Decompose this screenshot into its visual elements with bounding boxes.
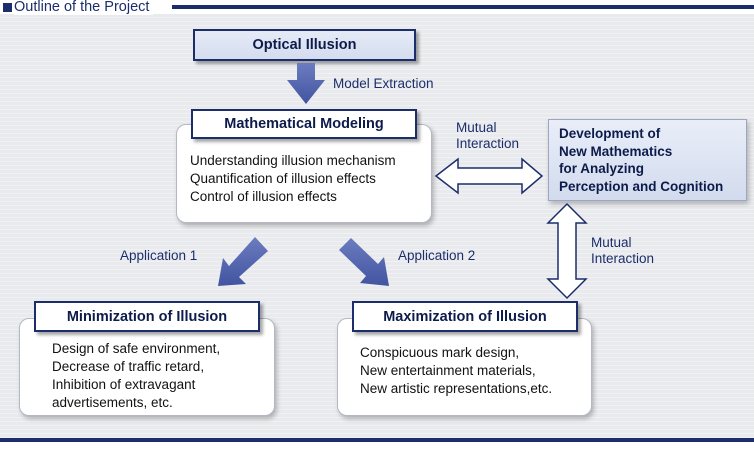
modeling-line: Control of illusion effects (190, 189, 337, 204)
application1-label: Application 1 (120, 248, 198, 263)
minimization-panel (19, 318, 275, 416)
minimization-line: Inhibition of extravagant (52, 377, 196, 392)
modeling-description: Understanding illusion mechanism Quantif… (190, 152, 396, 206)
model-extraction-arrow-icon (287, 63, 325, 104)
minimization-title: Minimization of Illusion (66, 308, 228, 325)
footer-rule (0, 438, 754, 442)
modeling-line: Understanding illusion mechanism (190, 153, 396, 168)
maximization-line: Conspicuous mark design, (360, 345, 520, 360)
application2-arrow-icon (339, 238, 389, 286)
header-title: Outline of the Project (14, 0, 154, 15)
model-extraction-label: Model Extraction (333, 76, 434, 91)
mutual-label-line: Mutual (456, 120, 497, 135)
minimization-description: Design of safe environment, Decrease of … (52, 340, 220, 412)
maximization-line: New entertainment materials, (360, 363, 536, 378)
development-box: Development of New Mathematics for Analy… (548, 119, 747, 201)
minimization-title-box: Minimization of Illusion (34, 301, 260, 332)
optical-illusion-box: Optical Illusion (193, 29, 416, 61)
optical-illusion-title: Optical Illusion (252, 37, 357, 53)
minimization-line: Decrease of traffic retard, (52, 359, 205, 374)
development-line: New Mathematics (559, 143, 673, 159)
maximization-title-box: Maximization of Illusion (352, 301, 578, 332)
mutual-label-line: Interaction (591, 251, 655, 266)
modeling-panel (176, 124, 432, 223)
development-text: Development of New Mathematics for Analy… (559, 125, 723, 195)
mutual-label-line: Interaction (456, 136, 520, 151)
maximization-panel (337, 318, 592, 416)
maximization-description: Conspicuous mark design, New entertainme… (360, 344, 552, 398)
application2-label: Application 2 (398, 248, 476, 263)
mutual-interaction-horizontal-arrow-icon (434, 157, 544, 195)
mutual-interaction-label: Mutual Interaction (456, 120, 519, 152)
application1-arrow-icon (218, 237, 268, 286)
mutual-interaction-vertical-arrow-icon (546, 202, 588, 300)
minimization-line: Design of safe environment, (52, 341, 221, 356)
modeling-title-box: Mathematical Modeling (191, 109, 417, 139)
maximization-line: New artistic representations,etc. (360, 381, 553, 396)
modeling-title: Mathematical Modeling (224, 116, 384, 132)
header-rule (172, 5, 754, 9)
maximization-title: Maximization of Illusion (383, 308, 547, 325)
development-line: Perception and Cognition (559, 178, 724, 194)
mutual-label-line: Mutual (591, 235, 632, 250)
header-square-icon (3, 3, 12, 12)
modeling-line: Quantification of illusion effects (190, 171, 376, 186)
development-line: for Analyzing (559, 161, 645, 176)
mutual-interaction-label-vertical: Mutual Interaction (591, 235, 654, 267)
minimization-line: advertisements, etc. (52, 395, 173, 410)
development-line: Development of (559, 126, 661, 141)
